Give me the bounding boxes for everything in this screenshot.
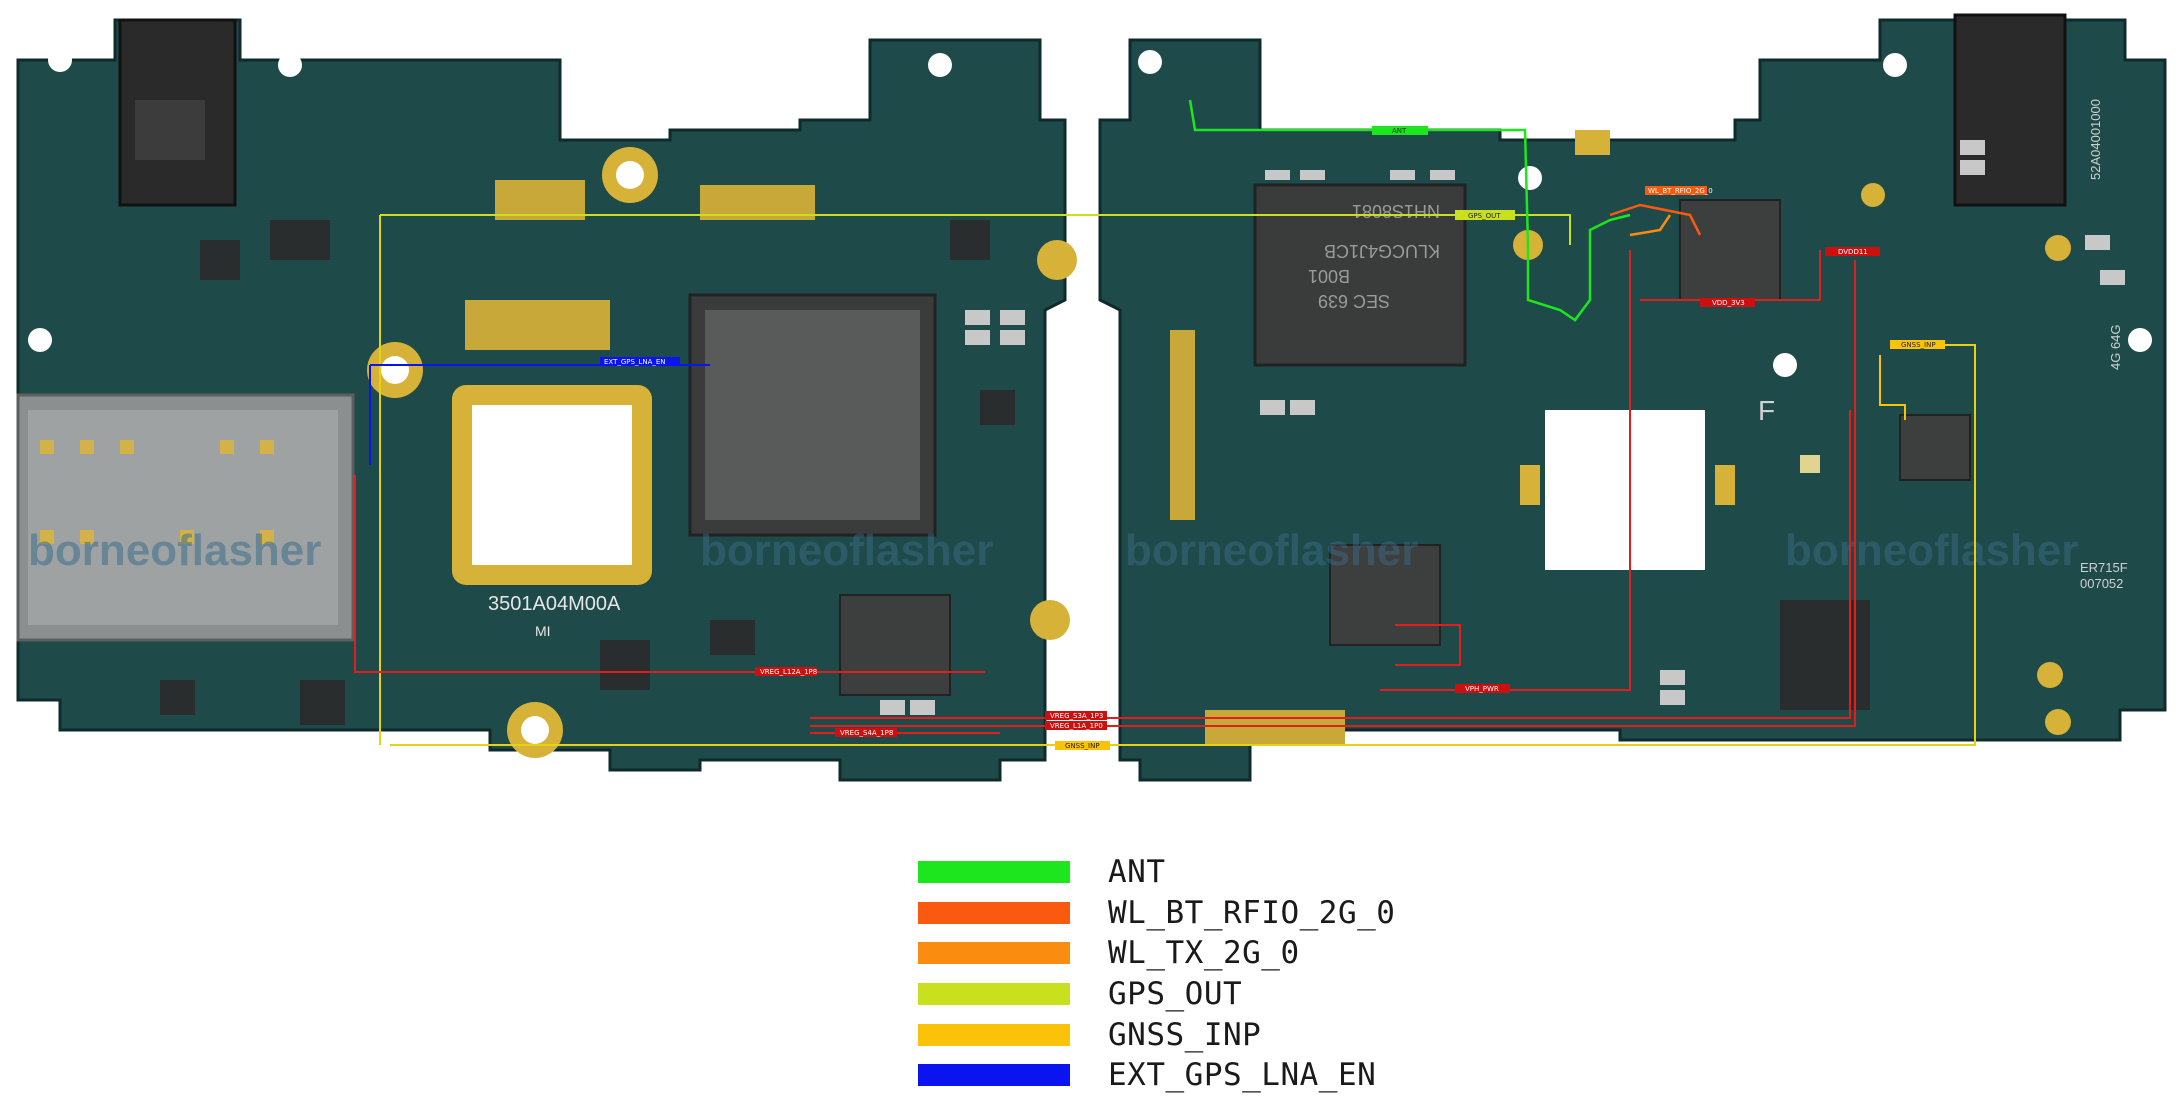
memory-label-d: B001 [1308,266,1350,286]
legend-swatch-ext-gps [918,1064,1070,1087]
tag-vreg-l12a-bg [755,667,817,676]
tag-vreg-s4a: VREG_S4A_1P8 [840,729,893,737]
tag-vph-bg [1455,684,1510,693]
tag-vreg-l12a: VREG_L12A_1P8 [760,668,817,676]
trace-wl-tx [1629,214,1672,237]
legend-item-wl-bt-rfio: WL_BT_RFIO_2G_0 [918,893,1395,934]
legend-item-ext-gps: EXT_GPS_LNA_EN [918,1055,1395,1096]
tag-gps-out: GPS_OUT [1468,212,1501,220]
brand-mark: MI [535,623,551,639]
tag-gnss: GNSS_INP [1901,341,1936,349]
tag-vdd-bg [1700,298,1755,307]
tag-gps-out-bg [1455,210,1515,220]
legend-label-wl-tx: WL_TX_2G_0 [1108,935,1300,972]
legend-item-wl-tx: WL_TX_2G_0 [918,933,1395,974]
side-code: 52A04001000 [2088,99,2103,180]
legend-label-gnss-inp: GNSS_INP [1108,1016,1262,1053]
tag-wl-bt-bg [1645,186,1707,195]
trace-gps-out [380,214,1571,245]
edge-code-c: 007052 [2080,576,2123,591]
edge-code-a: 4G 64G [2108,324,2123,370]
memory-label-b: KLUCG4J1CB [1324,241,1440,261]
tag-vreg-s3a: VREG_S3A_1P3 [1050,712,1103,720]
tag-gnss-bottom: GNSS_INP [1065,742,1100,750]
legend-swatch-ant [918,861,1070,884]
legend-item-ant: ANT [918,852,1395,893]
legend-swatch-gnss-inp [918,1023,1070,1046]
trace-wl [1609,203,1702,236]
trace-red-local [1395,624,1461,666]
legend-item-gnss-inp: GNSS_INP [918,1014,1395,1055]
tag-gnss-bg [1890,340,1945,349]
legend: ANT WL_BT_RFIO_2G_0 WL_TX_2G_0 GPS_OUT G… [918,852,1395,1096]
tag-dvdd: DVDD11 [1838,248,1868,256]
trace-vreg-l1a [810,260,1856,727]
legend-swatch-gps-out [918,983,1070,1006]
side-jack [1953,13,2067,207]
bga-chip [1329,544,1441,646]
tag-ant-bg [1372,126,1428,135]
tag-dvdd-bg [1825,247,1880,256]
right-board [1098,13,2167,782]
tag-vreg-s3a-bg [1045,711,1107,720]
tag-vdd: VDD_3V3 [1712,299,1745,307]
watermark-mid: borneoflasher [700,526,993,575]
wifi-chip [1679,199,1781,301]
board-texts: 3501A04M00A MI borneoflasher borneoflash… [28,99,2128,639]
pmic-chip [839,594,951,696]
tag-gnss-bottom-bg [1055,741,1110,750]
gnss-chip [1899,414,1971,481]
legend-swatch-wl-bt-rfio [918,901,1070,924]
legend-swatch-wl-tx [918,942,1070,965]
camera-cutout-right [1545,410,1705,570]
tag-ext-gps-bg [600,357,680,366]
legend-label-ant: ANT [1108,854,1166,891]
memory-label-c: SEC 639 [1318,291,1390,311]
trace-vreg-s3a [810,410,1851,719]
tag-vreg-l1a: VREG_L1A_1P0 [1050,722,1103,730]
memory-label-a: NH1S8081 [1352,201,1440,221]
tag-vph: VPH_PWR [1465,685,1499,693]
trace-gnss-local [1879,355,1906,420]
tag-ext-gps: EXT_GPS_LNA_EN [604,358,666,366]
tag-vreg-s4a-bg [835,728,897,737]
left-board [16,18,1077,782]
legend-label-wl-bt-rfio: WL_BT_RFIO_2G_0 [1108,894,1396,931]
tag-wl-bt: WL_BT_RFIO_2G_0 [1648,187,1713,195]
legend-label-gps-out: GPS_OUT [1108,976,1243,1013]
watermark-right-mid: borneoflasher [1125,526,1418,575]
watermark-left: borneoflasher [28,526,321,575]
tag-ant: ANT [1392,127,1407,135]
edge-code-d: F [1758,395,1775,426]
watermark-right: borneoflasher [1785,526,2078,575]
tag-vreg-l1a-bg [1045,721,1107,730]
board-part-number: 3501A04M00A [488,593,621,615]
legend-item-gps-out: GPS_OUT [918,974,1395,1015]
edge-code-b: ER715F [2080,560,2128,575]
legend-label-ext-gps: EXT_GPS_LNA_EN [1108,1057,1377,1094]
net-tags: ANT GPS_OUT WL_BT_RFIO_2G_0 EXT_GPS_LNA_… [600,126,1945,750]
